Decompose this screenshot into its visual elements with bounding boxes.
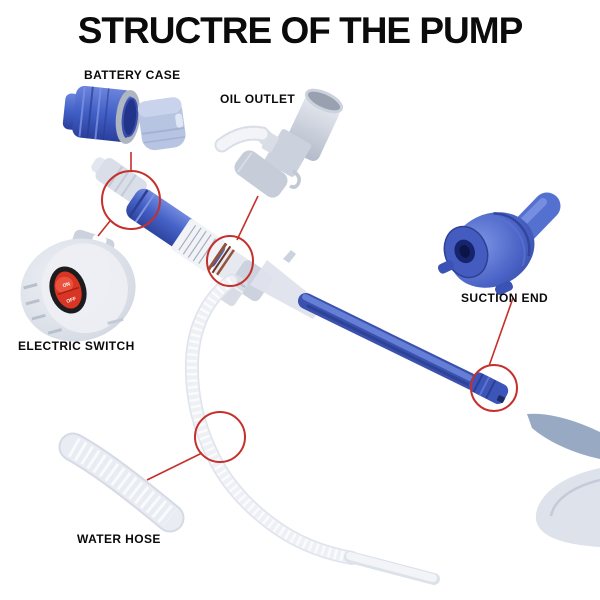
suction-end-callout-circle <box>470 364 518 412</box>
switch-on-label: ON <box>62 281 71 289</box>
electric-switch-label: ELECTRIC SWITCH <box>18 339 135 353</box>
battery-case-callout-circle <box>101 170 161 230</box>
switch-off-label: OFF <box>66 296 77 305</box>
water-hose-callout-circle <box>194 411 246 463</box>
corner-partial-photo <box>527 413 600 547</box>
page-title: STRUCTRE OF THE PUMP <box>77 10 524 51</box>
oil-outlet-callout-line <box>236 195 259 241</box>
battery-case-photo <box>62 85 186 151</box>
battery-case-silver-ring <box>115 90 141 144</box>
annotations <box>97 152 518 481</box>
electric-switch-photo: ON OFF <box>20 229 136 342</box>
main-hose <box>184 274 440 585</box>
suction-end-callout-line <box>488 297 514 367</box>
water-hose-photo <box>58 432 185 533</box>
suction-end-label: SUCTION END <box>461 291 549 305</box>
rocker-switch: ON OFF <box>49 266 87 314</box>
suction-end-photo <box>437 192 561 296</box>
electric-switch-callout-line <box>97 220 111 237</box>
oil-outlet-photo <box>214 88 344 198</box>
water-hose-callout-line <box>146 452 203 481</box>
water-hose-label: WATER HOSE <box>77 532 161 546</box>
oil-outlet-callout-circle <box>206 235 254 287</box>
battery-case-cap <box>137 97 186 151</box>
battery-case-label: BATTERY CASE <box>84 68 181 82</box>
oil-outlet-label: OIL OUTLET <box>220 92 296 106</box>
pump-body-photo <box>91 157 509 405</box>
suction-tip <box>468 372 509 405</box>
